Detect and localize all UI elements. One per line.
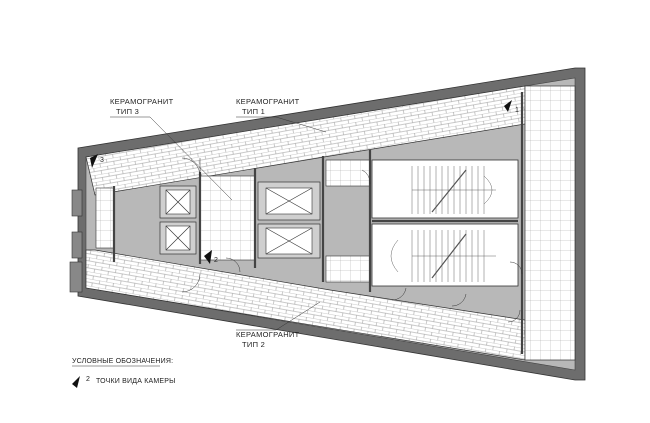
camera-marker-icon <box>72 376 80 388</box>
camera-point-3-icon: 3 <box>90 154 104 168</box>
tile3-type: ТИП 3 <box>116 107 139 116</box>
tile3-name: КЕРАМОГРАНИТ <box>110 97 174 106</box>
svg-text:2: 2 <box>214 257 218 264</box>
label-tile-type-1: КЕРАМОГРАНИТ ТИП 1 <box>236 97 300 116</box>
door-swings <box>181 157 523 323</box>
leader-lines <box>110 116 327 331</box>
tile2-type: ТИП 2 <box>242 340 265 349</box>
inner-walls <box>112 92 524 354</box>
tile1-type: ТИП 1 <box>242 107 265 116</box>
svg-text:1: 1 <box>515 107 519 114</box>
elevator-cabins <box>165 187 313 255</box>
label-tile-type-3: КЕРАМОГРАНИТ ТИП 3 <box>110 97 174 116</box>
camera-point-markers: 1 3 2 <box>90 100 519 264</box>
tile2-name: КЕРАМОГРАНИТ <box>236 330 300 339</box>
tile1-name: КЕРАМОГРАНИТ <box>236 97 300 106</box>
legend: УСЛОВНЫЕ ОБОЗНАЧЕНИЯ: 2 ТОЧКИ ВИДА КАМЕР… <box>72 358 176 388</box>
left-window-wall <box>69 189 83 293</box>
camera-point-1-icon: 1 <box>504 100 519 114</box>
label-tile-type-2: КЕРАМОГРАНИТ ТИП 2 <box>236 330 300 349</box>
legend-title: УСЛОВНЫЕ ОБОЗНАЧЕНИЯ: <box>72 358 173 365</box>
stairwells <box>371 159 519 287</box>
legend-marker-number: 2 <box>86 376 90 383</box>
camera-point-2-icon: 2 <box>204 250 218 264</box>
right-hall-tiles <box>524 85 576 361</box>
legend-marker-text: ТОЧКИ ВИДА КАМЕРЫ <box>96 378 176 385</box>
upper-corridor-tiles <box>85 85 526 196</box>
svg-text:3: 3 <box>100 157 104 164</box>
